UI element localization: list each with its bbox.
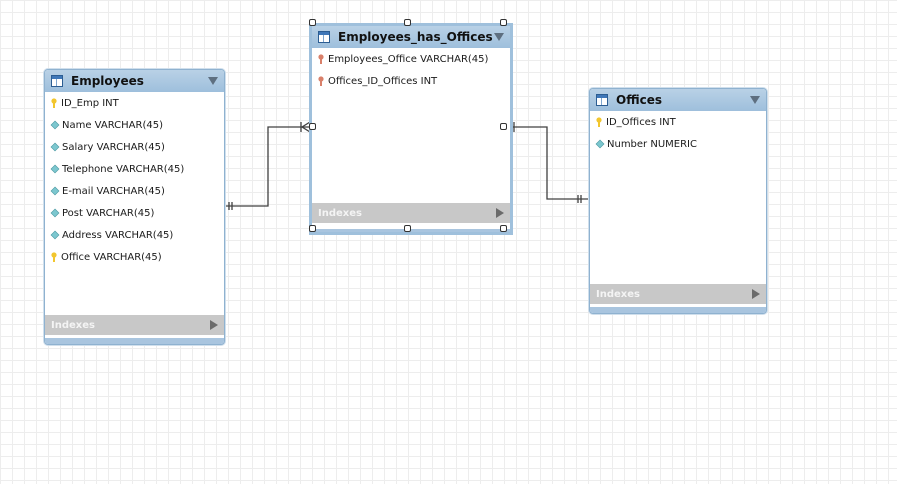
table-footer [312,229,510,232]
table-footer [45,338,224,344]
column-label: Post VARCHAR(45) [62,207,155,219]
primary-key-icon [50,98,58,108]
primary-key-icon [50,252,58,262]
offices-table[interactable]: Offices ID_Offices INT Number NUMERIC Ind… [589,88,767,314]
column-label: Salary VARCHAR(45) [62,141,165,153]
column-label: E-mail VARCHAR(45) [62,185,165,197]
column-row[interactable]: Salary VARCHAR(45) [45,136,224,158]
column-row[interactable]: Offices_ID_Offices INT [312,70,510,92]
resize-handle[interactable] [309,225,316,232]
column-row[interactable]: Employees_Office VARCHAR(45) [312,48,510,70]
indexes-bar[interactable]: Indexes [45,315,224,335]
resize-handle[interactable] [500,123,507,130]
column-row[interactable]: E-mail VARCHAR(45) [45,180,224,202]
expand-arrow-icon[interactable] [752,289,760,299]
column-diamond-icon [50,208,60,218]
columns-list: ID_Emp INT Name VARCHAR(45) Salary VARCHAR… [45,92,224,268]
relationship-line-offices[interactable] [506,126,589,200]
column-diamond-icon [50,164,60,174]
column-diamond-icon [50,120,60,130]
expand-arrow-icon[interactable] [496,208,504,218]
resize-handle[interactable] [500,225,507,232]
table-title: Employees_has_Offices [338,30,493,44]
primary-key-icon [595,117,603,127]
resize-handle[interactable] [404,19,411,26]
collapse-arrow-icon[interactable] [494,33,504,41]
crowfoot-mark [300,121,311,133]
foreign-key-icon [317,54,325,64]
column-row[interactable]: ID_Emp INT [45,92,224,114]
resize-handle[interactable] [404,225,411,232]
collapse-arrow-icon[interactable] [208,77,218,85]
employees-table[interactable]: Employees ID_Emp INT Name VARCHAR(45) Sala… [44,69,225,345]
relationship-line-employees[interactable] [224,126,310,207]
resize-handle[interactable] [309,123,316,130]
table-title: Employees [71,74,144,88]
column-label: ID_Offices INT [606,116,676,128]
column-label: Address VARCHAR(45) [62,229,174,241]
indexes-label: Indexes [596,288,640,300]
table-header[interactable]: Offices [590,89,766,111]
column-row[interactable]: Number NUMERIC [590,133,766,155]
table-header[interactable]: Employees_has_Offices [312,26,510,48]
column-label: ID_Emp INT [61,97,119,109]
table-icon [596,94,608,106]
column-diamond-icon [50,230,60,240]
indexes-label: Indexes [51,319,95,331]
employees-has-offices-table[interactable]: Employees_has_Offices Employees_Office V… [309,23,513,235]
column-row[interactable]: Address VARCHAR(45) [45,224,224,246]
column-row[interactable]: Name VARCHAR(45) [45,114,224,136]
column-label: Name VARCHAR(45) [62,119,163,131]
column-diamond-icon [50,142,60,152]
indexes-bar[interactable]: Indexes [312,203,510,223]
expand-arrow-icon[interactable] [210,320,218,330]
resize-handle[interactable] [309,19,316,26]
column-row[interactable]: Post VARCHAR(45) [45,202,224,224]
column-label: Office VARCHAR(45) [61,251,162,263]
table-icon [318,31,330,43]
indexes-label: Indexes [318,207,362,219]
table-footer [590,307,766,313]
column-diamond-icon [595,139,605,149]
column-row[interactable]: ID_Offices INT [590,111,766,133]
column-row[interactable]: Office VARCHAR(45) [45,246,224,268]
foreign-key-icon [317,76,325,86]
collapse-arrow-icon[interactable] [750,96,760,104]
indexes-bar[interactable]: Indexes [590,284,766,304]
columns-list: Employees_Office VARCHAR(45) Offices_ID_O… [312,48,510,92]
column-label: Telephone VARCHAR(45) [62,163,185,175]
table-title: Offices [616,93,662,107]
column-label: Number NUMERIC [607,138,697,150]
column-label: Employees_Office VARCHAR(45) [328,53,489,65]
resize-handle[interactable] [500,19,507,26]
column-label: Offices_ID_Offices INT [328,75,438,87]
table-header[interactable]: Employees [45,70,224,92]
column-row[interactable]: Telephone VARCHAR(45) [45,158,224,180]
column-diamond-icon [50,186,60,196]
columns-list: ID_Offices INT Number NUMERIC [590,111,766,155]
table-icon [51,75,63,87]
